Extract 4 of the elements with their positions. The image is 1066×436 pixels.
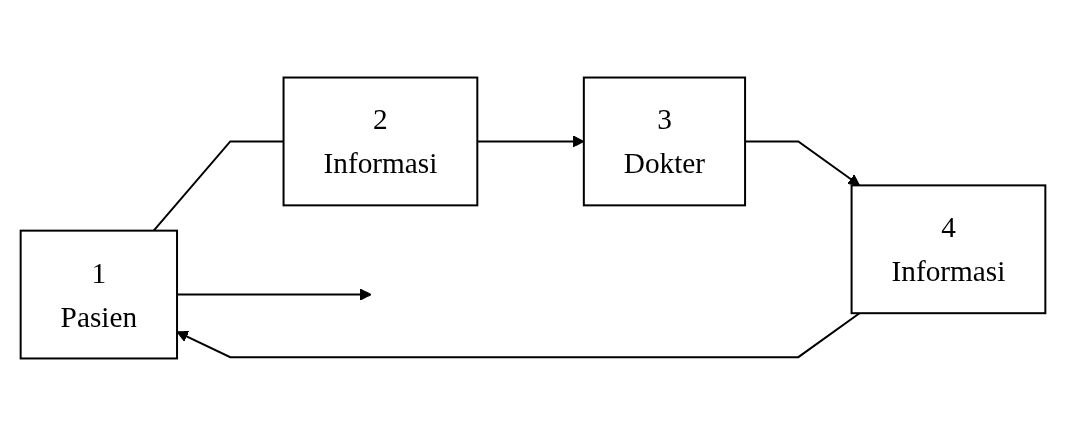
node-box: 1 Pasien [19, 229, 179, 360]
node-box: 3 Dokter [582, 76, 747, 207]
node-box: 2 Informasi [282, 76, 479, 207]
node-box: 4 Informasi [850, 184, 1047, 315]
